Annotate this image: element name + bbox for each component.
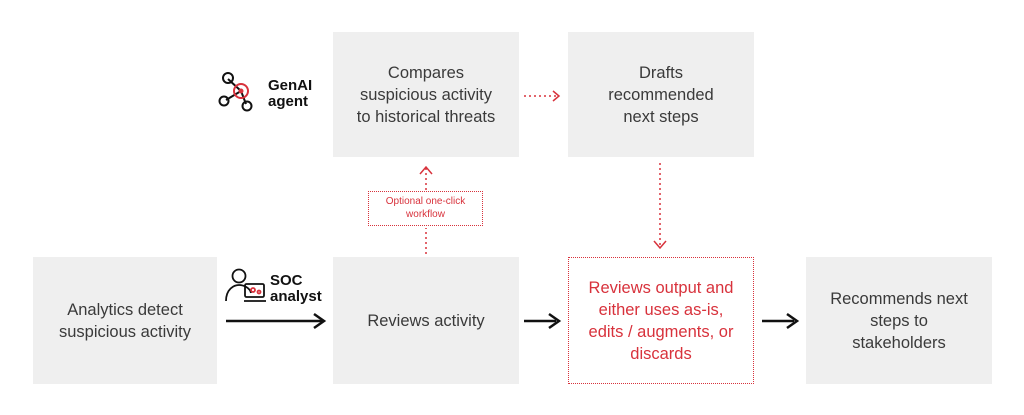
recommends-line-3: stakeholders [852,333,946,352]
arrow-output-to-recommends [762,312,800,330]
drafts-box: Drafts recommended next steps [568,32,754,157]
reviews-output-box: Reviews output and either uses as-is, ed… [568,257,754,384]
analytics-box: Analytics detect suspicious activity [33,257,217,384]
reviews-output-line-3: edits / augments, or [588,322,734,341]
arrow-analytics-to-reviews [226,312,327,330]
reviews-activity-line-1: Reviews activity [367,311,485,330]
arrow-reviews-to-output [524,312,562,330]
optional-tag-line-1: Optional one-click [385,196,466,207]
recommends-box: Recommends next steps to stakeholders [806,257,992,384]
reviews-output-line-1: Reviews output and [588,278,734,297]
optional-workflow-tag: Optional one-click workflow [368,191,483,226]
compares-line-1: Compares [387,63,465,82]
compares-box: Compares suspicious activity to historic… [333,32,519,157]
soc-label-line-1: SOC [270,272,303,289]
reviews-activity-box: Reviews activity [333,257,519,384]
soc-label-line-2: analyst [270,288,322,305]
genai-agent-label: GenAI agent [268,78,312,110]
analyst-computer-icon [225,268,266,302]
arrow-reviews-to-compares [419,165,433,254]
analytics-line-2: suspicious activity [58,322,192,341]
network-nodes-icon [218,72,253,112]
compares-line-3: to historical threats [356,107,496,126]
drafts-line-2: recommended [608,85,714,104]
recommends-line-2: steps to [870,311,928,330]
compares-line-2: suspicious activity [359,85,493,104]
reviews-output-line-2: either uses as-is, [598,300,724,319]
genai-label-line-1: GenAI [268,77,313,94]
drafts-line-3: next steps [623,107,699,126]
drafts-line-1: Drafts [638,63,683,82]
soc-analyst-label: SOC analyst [270,273,322,305]
arrow-drafts-to-output [653,163,667,250]
genai-label-line-2: agent [268,93,309,110]
recommends-line-1: Recommends next [830,289,968,308]
optional-tag-line-2: workflow [406,209,445,220]
analytics-line-1: Analytics detect [67,300,183,319]
reviews-output-line-4: discards [630,344,692,363]
arrow-compares-to-drafts [524,90,561,102]
